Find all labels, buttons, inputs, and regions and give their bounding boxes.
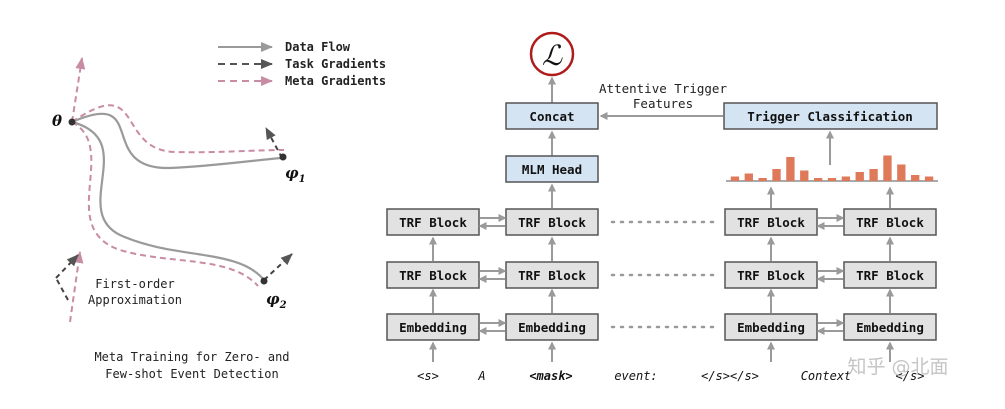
watermark: 知乎 @北面 [847,356,948,378]
histogram-bar [827,178,837,181]
token-row: <s> A <mask> event: </s></s> Context </s> [417,369,924,383]
trf-block-top-box [386,208,480,236]
token-3: event: [614,369,657,383]
phi2-label: φ2 [266,290,287,311]
histogram-bar [786,157,795,181]
trigger-classification-box [723,102,938,130]
histogram-bar [758,178,767,181]
histogram-bar [800,170,809,181]
trf-block-bottom-label: TRF Block [399,268,467,283]
theta-label: θ [52,112,62,130]
histogram [726,155,938,182]
trf-block-top-box [843,208,937,236]
embedding-label: Embedding [518,320,586,335]
approx-task-arrow [55,254,79,279]
embedding-box [843,313,937,341]
histogram-bar [841,176,851,181]
loss-circle [529,31,575,77]
approx-label-line1: First-order [95,277,174,291]
embedding-label: Embedding [399,320,467,335]
trf-block-bottom-box [843,261,937,289]
meta-gradient-path-1 [71,104,285,154]
mlm-head-box [505,155,599,183]
token-0: <s> [417,369,439,383]
embedding-label: Embedding [856,320,924,335]
caption-line2: Few-shot Event Detection [105,367,278,381]
trf-block-top-label: TRF Block [856,215,924,230]
trigger-classification-label: Trigger Classification [747,109,913,124]
histogram-bar [924,176,934,181]
embedding-box [724,313,818,341]
token-1: A [477,369,485,383]
embedding-label: Embedding [737,320,805,335]
legend: Data Flow Task Gradients Meta Gradients [218,40,386,88]
attentive-label-line1: Attentive Trigger [599,81,727,96]
histogram-bar [883,155,892,181]
histogram-bar [911,175,920,181]
token-4: </s></s> [701,369,759,383]
histogram-bar [744,173,753,181]
phi1-label: φ1 [285,164,306,185]
histogram-bar [869,169,878,181]
data-flow-path-2 [71,120,265,281]
concat-label: Concat [529,109,574,124]
trf-block-top-box [505,208,599,236]
approx-label-line2: Approximation [88,293,182,307]
meta-gradient-path-2 [71,121,259,287]
theta-point [68,118,76,126]
token-5: Context [801,369,852,383]
mlm-head-label: MLM Head [522,162,582,177]
histogram-bar [855,172,864,181]
histogram-bar [730,176,740,181]
caption-line1: Meta Training for Zero- and [94,350,289,364]
legend-data-flow-label: Data Flow [285,40,351,54]
concat-box [505,102,599,130]
trf-block-bottom-box [724,261,818,289]
trf-block-bottom-label: TRF Block [518,268,586,283]
phi2-point [260,277,268,285]
model-panel: ℒ Concat Attentive Trigger Features Trig… [386,31,938,383]
approx-task-line [55,277,69,301]
embedding-box [505,313,599,341]
trf-block-bottom-label: TRF Block [856,268,924,283]
meta-gradient-arrow [71,57,86,123]
legend-task-gradients-label: Task Gradients [285,57,386,71]
meta-training-panel: Data Flow Task Gradients Meta Gradients … [52,40,386,381]
trf-block-top-label: TRF Block [737,215,805,230]
histogram-bar [897,164,906,181]
token-6: </s> [896,369,925,383]
task-gradient-arrow-2 [263,253,293,281]
trf-block-bottom-box [386,261,480,289]
histogram-bar [813,178,823,181]
trf-block-bottom-box [505,261,599,289]
task-gradient-arrow-1 [265,127,283,159]
token-2: <mask> [529,369,572,383]
data-flow-path-1 [71,112,283,170]
phi1-point [279,153,287,161]
approx-meta-arrow [69,251,84,323]
legend-meta-gradients-label: Meta Gradients [285,74,386,88]
trf-block-top-label: TRF Block [518,215,586,230]
attentive-label-line2: Features [633,96,693,111]
histogram-bar [772,169,781,181]
trf-block-top-label: TRF Block [399,215,467,230]
loss-symbol: ℒ [542,39,563,72]
trf-block-bottom-label: TRF Block [737,268,805,283]
